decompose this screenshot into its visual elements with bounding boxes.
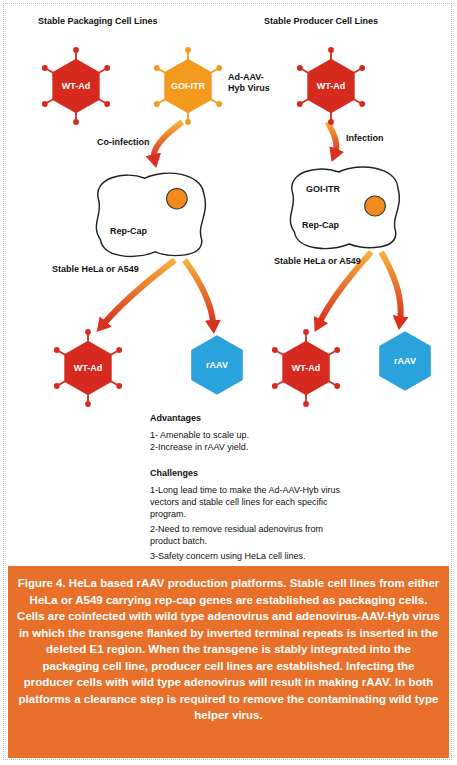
nucleus [365, 196, 386, 216]
fiber-knob [185, 119, 191, 125]
capsid-hexagon [379, 331, 431, 391]
virus-name: GOI-ITR [171, 81, 205, 91]
process-arrow [185, 260, 213, 324]
shape-outline [88, 168, 212, 260]
column-heading: Stable Producer Cell Lines [264, 16, 378, 26]
process-arrow [327, 122, 336, 153]
fiber-knob [328, 47, 334, 53]
capsid-hexagon [64, 341, 111, 396]
cell-label: Rep-Cap [302, 220, 339, 230]
fiber-knob [303, 329, 309, 335]
fiber-knob [85, 329, 91, 335]
virus-name: WT-Ad [62, 81, 91, 91]
virus-name: rAAV [206, 360, 228, 370]
fiber-knob [303, 401, 309, 407]
virus-name: WT-Ad [292, 363, 321, 373]
fiber-knob [297, 101, 303, 107]
cell-label: GOI-ITR [306, 184, 340, 194]
virus-name: rAAV [394, 356, 416, 366]
adenovirus-hexagon: WT-Ad [40, 50, 112, 122]
fiber-knob [73, 47, 79, 53]
column-heading: Stable Packaging Cell Lines [38, 16, 158, 26]
fiber-knob [334, 347, 340, 353]
fiber-knob [104, 65, 110, 71]
virus-name: WT-Ad [74, 363, 103, 373]
fiber-knob [272, 347, 278, 353]
process-arrow [154, 122, 182, 158]
fiber-knob [334, 383, 340, 389]
capsid-hexagon [307, 59, 354, 114]
arrow-shaft [185, 260, 213, 324]
cell-line-label: Stable HeLa or A549 [274, 256, 361, 266]
fiber-knob [54, 347, 60, 353]
cell-shape: GOI-ITR Rep-Cap [282, 162, 406, 252]
fiber-knob [272, 383, 278, 389]
arrow-label: Infection [345, 133, 385, 143]
capsid-hexagon [282, 341, 329, 396]
arrow-label: Co-infection [96, 137, 151, 147]
adenovirus-hexagon: WT-Ad [270, 332, 342, 404]
fiber-knob [185, 47, 191, 53]
note-item: 3-Safety concern using HeLa cell lines. [150, 550, 345, 562]
arrow-shaft [327, 122, 336, 153]
cell-line-label: Stable HeLa or A549 [52, 264, 139, 274]
cell-outline [96, 173, 205, 256]
notes-heading: Advantages [150, 412, 345, 424]
fiber-knob [104, 101, 110, 107]
cell-outline [290, 167, 399, 248]
cell-label: Rep-Cap [110, 226, 147, 236]
adenovirus-hexagon: GOI-ITRAd-AAV-Hyb Virus [152, 50, 224, 122]
adenovirus-hexagon: WT-Ad [295, 50, 367, 122]
capsid-hexagon [191, 335, 243, 395]
fiber-knob [154, 101, 160, 107]
notes-heading: Challenges [150, 467, 345, 479]
note-item: 2-Increase in rAAV yield. [150, 441, 345, 453]
fiber-knob [73, 119, 79, 125]
arrow-shaft [381, 252, 400, 320]
label-holder: WT-Ad [40, 50, 112, 122]
notes-column: Advantages 1- Amenable to scale up.2-Incr… [150, 412, 345, 565]
raav-virus: rAAV [374, 330, 436, 392]
fiber-knob [216, 101, 222, 107]
note-item: 2-Need to remove residual adenovirus fro… [150, 523, 345, 547]
raav-virus: rAAV [186, 334, 248, 396]
capsid-hexagon [52, 59, 99, 114]
capsid-hexagon [164, 59, 211, 114]
fiber-knob [54, 383, 60, 389]
fiber-knob [359, 101, 365, 107]
fiber-knob [359, 65, 365, 71]
label-holder: WT-Ad [52, 332, 124, 404]
label-holder: WT-Ad [295, 50, 367, 122]
arrow-shaft [154, 122, 182, 158]
note-item: 1- Amenable to scale up. [150, 429, 345, 441]
fiber-knob [297, 65, 303, 71]
shape-outline [282, 162, 406, 252]
fiber-knob [328, 119, 334, 125]
fiber-knob [116, 383, 122, 389]
nucleus [167, 188, 188, 208]
virus-side-label: Ad-AAV-Hyb Virus [228, 72, 274, 94]
fiber-knob [42, 101, 48, 107]
caption-text: Figure 4. HeLa based rAAV production pla… [17, 575, 440, 724]
virus-name: WT-Ad [317, 81, 346, 91]
label-holder: WT-Ad [270, 332, 342, 404]
label-holder: GOI-ITR [152, 50, 224, 122]
label-holder: rAAV [374, 330, 436, 392]
fiber-knob [216, 65, 222, 71]
adenovirus-hexagon: WT-Ad [52, 332, 124, 404]
fiber-knob [154, 65, 160, 71]
fiber-knob [116, 347, 122, 353]
process-arrow [381, 252, 400, 320]
note-item: 1-Long lead time to make the Ad-AAV-Hyb … [150, 484, 345, 520]
caption-box: Figure 4. HeLa based rAAV production pla… [8, 566, 449, 758]
fiber-knob [42, 65, 48, 71]
fiber-knob [85, 401, 91, 407]
cell-shape: Rep-Cap [88, 168, 212, 260]
label-holder: rAAV [186, 334, 248, 396]
